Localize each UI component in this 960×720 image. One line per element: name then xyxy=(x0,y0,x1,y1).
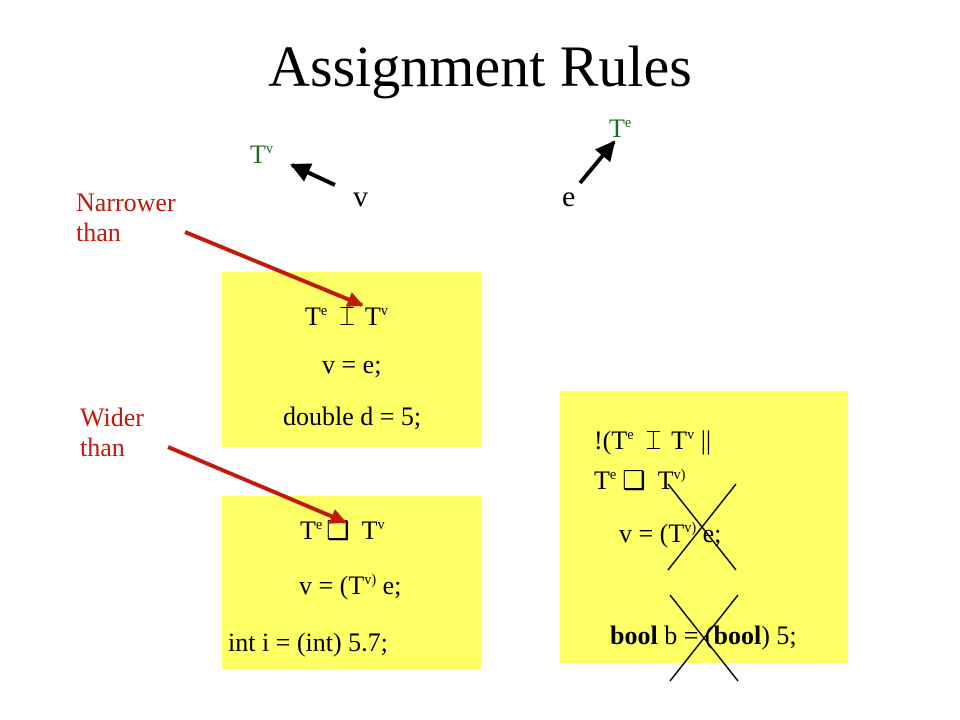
invalid-assignment-box xyxy=(560,391,848,663)
type-te-label: Te xyxy=(609,114,632,143)
variable-v: v xyxy=(353,180,368,213)
arrow-wider xyxy=(167,445,347,524)
arrow-e-to-te xyxy=(578,140,616,185)
arrow-v-to-tv xyxy=(290,163,336,187)
wider-than-icon: ❑ xyxy=(622,466,646,496)
narrower-condition: Te⌶Tv xyxy=(305,302,388,332)
variable-e: e xyxy=(562,180,576,213)
narrower-than-icon: ⌶ xyxy=(339,302,355,332)
invalid-condition-line1: !(Te⌶Tv || xyxy=(594,426,712,456)
arrow-narrower xyxy=(184,230,364,307)
implicit-assignment-stmt: v = e; xyxy=(322,350,382,379)
page-title: Assignment Rules xyxy=(268,34,692,99)
wider-condition: Te❑Tv xyxy=(300,516,385,546)
cross-out-stmt-b xyxy=(667,483,737,571)
cast-assignment-stmt: v = (Tv) e; xyxy=(299,571,402,600)
invalid-bool-example: bool b = (bool) 5; xyxy=(610,621,797,650)
type-tv-label: Tv xyxy=(250,140,274,169)
implicit-assignment-example: double d = 5; xyxy=(283,402,422,431)
cast-assignment-example: int i = (int) 5.7; xyxy=(228,628,388,657)
wider-than-icon: ❑ xyxy=(326,516,350,546)
cast-assignment-box xyxy=(222,496,481,670)
invalid-cast-stmt: v = (Tv) e; xyxy=(619,519,722,548)
narrower-than-icon: ⌶ xyxy=(645,426,662,456)
cross-out-example-b xyxy=(669,594,739,682)
